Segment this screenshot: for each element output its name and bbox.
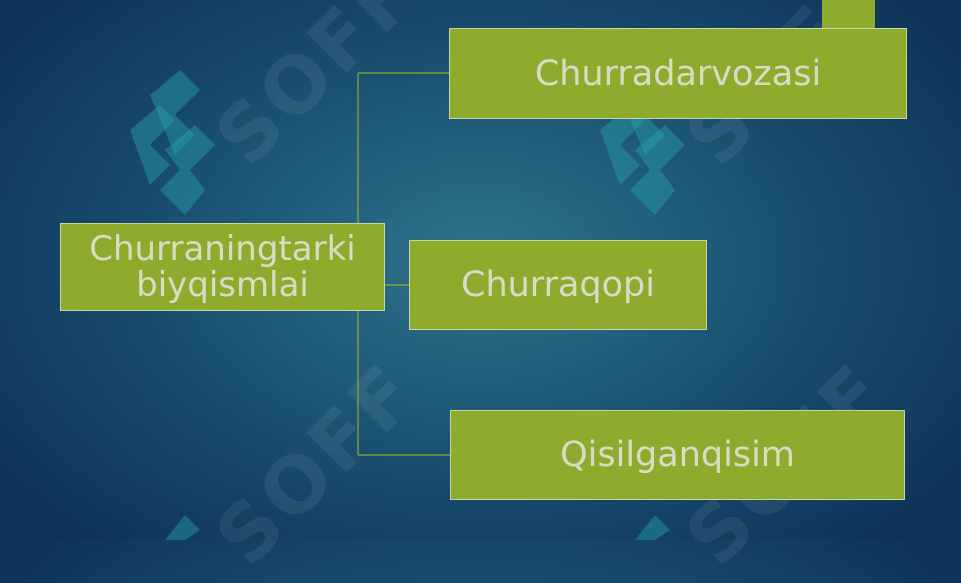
root-node: Churraningtarki biyqismlai — [60, 223, 385, 311]
child-label: Churradarvozasi — [534, 53, 822, 94]
root-label-line2: biyqismlai — [136, 265, 309, 305]
accent-bar — [822, 0, 875, 28]
child-node-qisilganqisim: Qisilganqisim — [450, 410, 905, 500]
child-node-churradarvozasi: Churradarvozasi — [449, 28, 907, 119]
child-label: Churraqopi — [461, 265, 655, 305]
child-node-churraqopi: Churraqopi — [409, 240, 707, 330]
root-label-line1: Churraningtarki — [89, 229, 356, 269]
child-label: Qisilganqisim — [560, 435, 795, 475]
